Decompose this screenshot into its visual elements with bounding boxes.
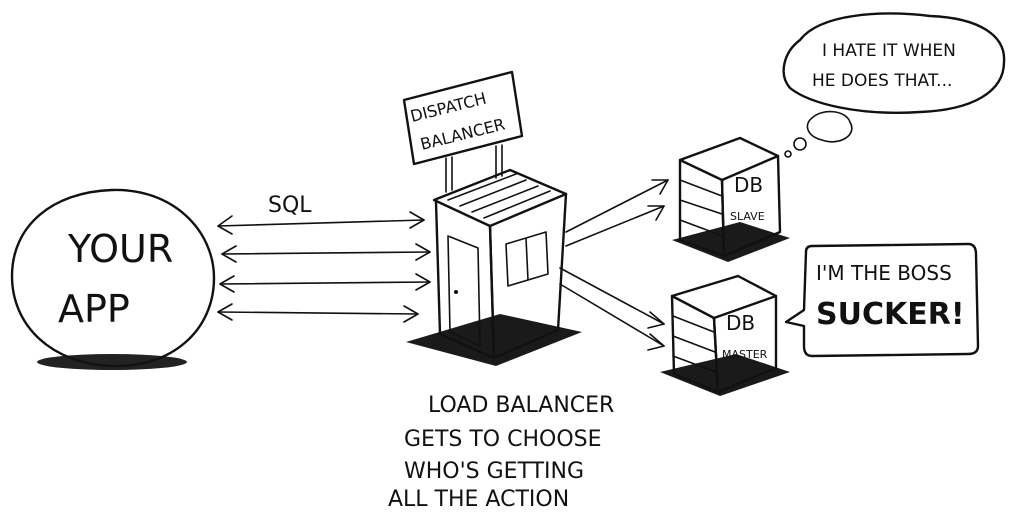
load-balancer-caption: LOAD BALANCER GETS TO CHOOSE WHO'S GETTI…: [388, 393, 614, 512]
app-circle: [10, 188, 216, 368]
caption-line2: GETS TO CHOOSE: [404, 427, 602, 452]
master-speech-bubble: I'M THE BOSS SUCKER!: [784, 242, 980, 358]
dispatch-balancer-sign: DISPATCH BALANCER: [402, 70, 524, 193]
sql-label: SQL: [268, 193, 312, 218]
caption-line4: ALL THE ACTION: [388, 487, 569, 512]
balancer-to-db-arrows: [559, 179, 669, 351]
app-label-line1: YOUR: [67, 227, 173, 271]
caption-line1: LOAD BALANCER: [428, 393, 614, 418]
speech-line1: I'M THE BOSS: [816, 261, 952, 285]
db-master-label-line1: DB: [726, 311, 755, 335]
your-app-node: YOUR APP: [10, 188, 216, 370]
thought-line1: I HATE IT WHEN: [822, 41, 956, 61]
db-slave-label-line1: DB: [734, 173, 763, 197]
app-label-line2: APP: [58, 287, 130, 331]
app-shadow: [37, 354, 187, 370]
db-slave-label-line2: SLAVE: [730, 210, 765, 223]
caption-line3: WHO'S GETTING: [404, 459, 584, 484]
db-master-node: DB MASTER: [660, 274, 790, 396]
thought-line2: HE DOES THAT...: [812, 71, 952, 91]
load-balancer-booth: [406, 168, 582, 366]
speech-line2: SUCKER!: [816, 297, 965, 332]
db-master-label-line2: MASTER: [722, 348, 768, 361]
sql-connection: SQL: [217, 193, 431, 323]
slave-thought-bubble: I HATE IT WHEN HE DOES THAT...: [782, 12, 1006, 158]
db-slave-node: DB SLAVE: [672, 136, 790, 262]
